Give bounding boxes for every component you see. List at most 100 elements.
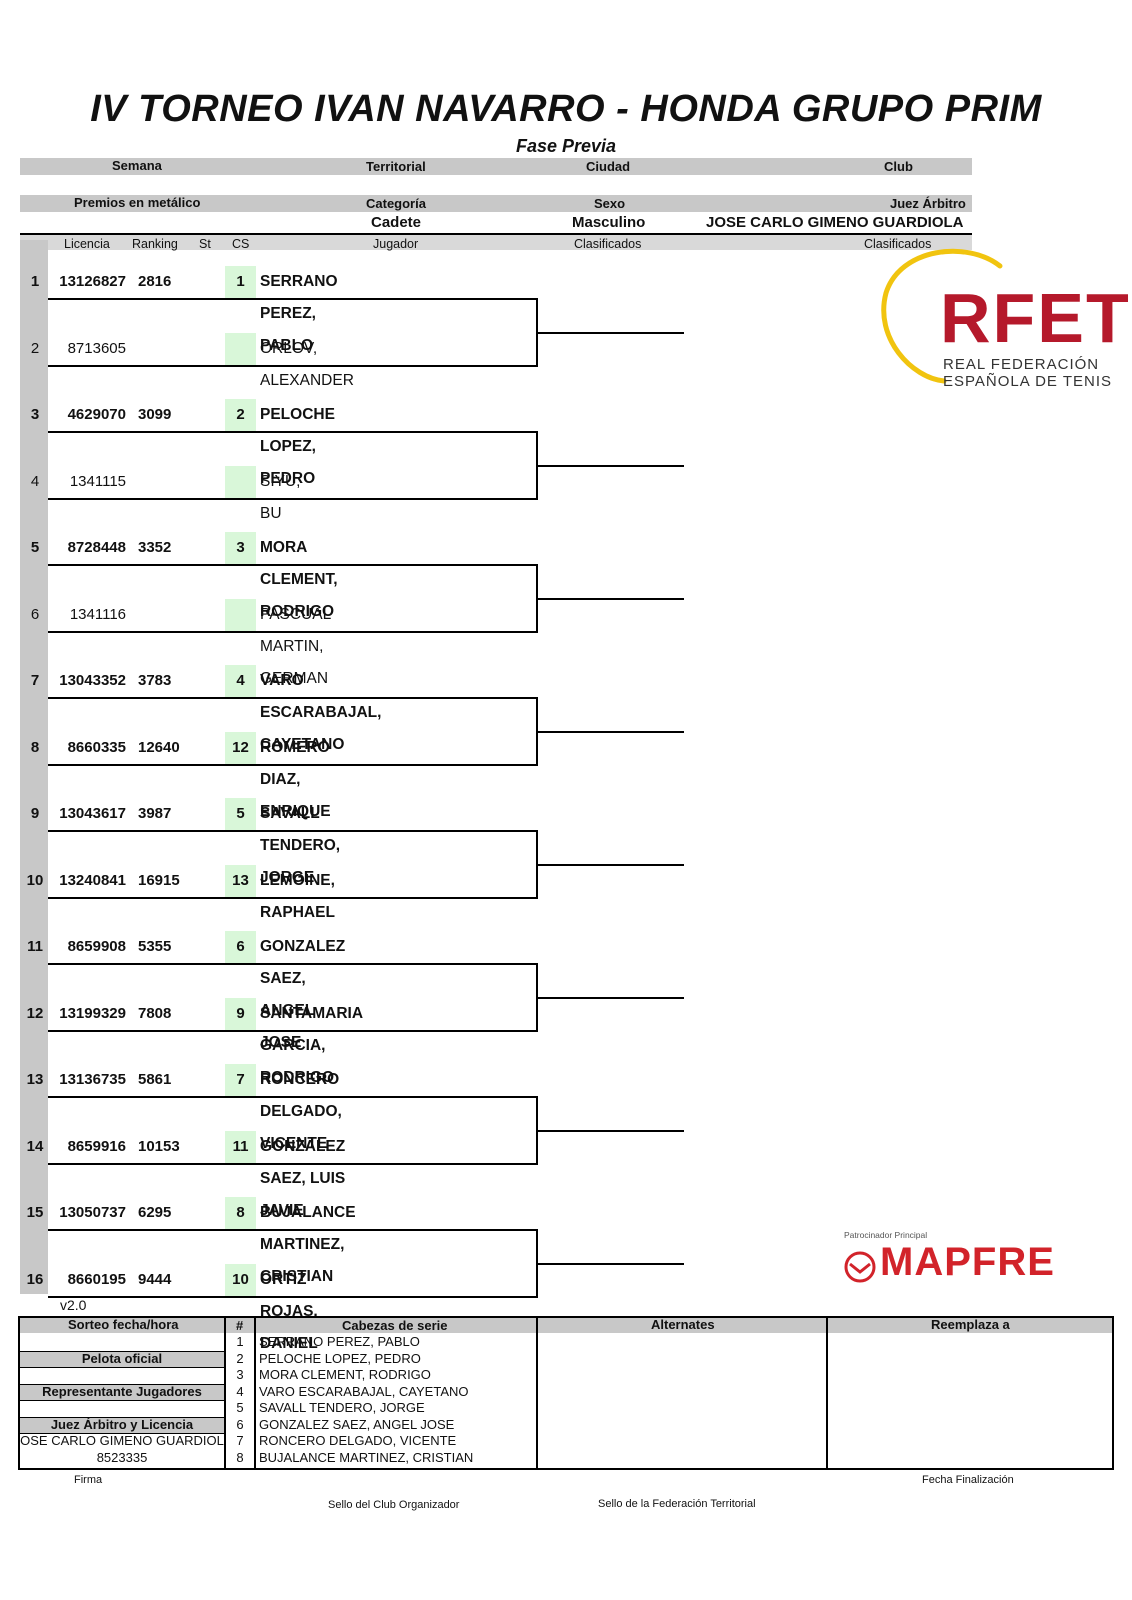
player-slot-line — [48, 830, 538, 832]
seed-cell: 5 — [225, 798, 256, 830]
player-slot-line — [48, 897, 538, 899]
player-name: GONZALEZ SAEZ, ANGEL JOSE — [260, 938, 346, 1051]
juez-licencia-label-bar — [20, 1417, 224, 1434]
seed-cell: 2 — [225, 399, 256, 431]
categoria-label: Categoría — [366, 196, 426, 211]
fecha-finalizacion-label: Fecha Finalización — [922, 1474, 1014, 1486]
player-name: SANTAMARIA GARCIA, RODRIGO — [260, 1005, 363, 1086]
seed-cell: 13 — [225, 865, 256, 897]
juez-name: OSE CARLO GIMENO GUARDIOL — [20, 1433, 224, 1448]
winner-slot-line — [538, 465, 684, 467]
row-number: 11 — [27, 938, 43, 955]
seed-cell: 10 — [225, 1264, 256, 1296]
ranking-cell: 3352 — [138, 539, 172, 556]
winner-slot-line — [538, 864, 684, 866]
licencia-cell: 1341115 — [69, 473, 126, 490]
seed-number: 8 — [236, 1449, 244, 1465]
seed-cell: 6 — [225, 931, 256, 963]
bracket-connector — [536, 830, 538, 899]
sorteo-label: Sorteo fecha/hora — [68, 1317, 179, 1332]
alternates-label: Alternates — [651, 1317, 715, 1332]
seed-cell: 7 — [225, 1064, 256, 1096]
player-slot-line — [48, 1030, 538, 1032]
licencia-cell: 8713605 — [67, 340, 126, 357]
sponsor-caption: Patrocinador Principal — [844, 1230, 928, 1240]
player-name: GONZALEZ SAEZ, LUIS JAVIE — [260, 1138, 346, 1219]
ranking-cell: 12640 — [138, 739, 180, 756]
juez-label: Juez Árbitro — [890, 196, 966, 211]
ranking-cell: 2816 — [138, 273, 172, 290]
rfet-line-1: REAL FEDERACIÓN — [943, 356, 1100, 373]
version-label: v2.0 — [60, 1297, 87, 1313]
player-slot-line — [48, 764, 538, 766]
seed-player-name: RONCERO DELGADO, VICENTE — [259, 1433, 457, 1448]
seed-player-name: MORA CLEMENT, RODRIGO — [259, 1367, 431, 1382]
seed-player-name: SAVALL TENDERO, JORGE — [259, 1400, 425, 1415]
ranking-cell: 5355 — [138, 938, 172, 955]
col-cs: CS — [232, 237, 250, 251]
col-ranking: Ranking — [132, 237, 178, 251]
rfet-wordmark: RFET — [940, 279, 1131, 357]
club-label: Club — [884, 159, 913, 174]
sexo-value: Masculino — [572, 214, 646, 231]
row-number: 10 — [26, 872, 44, 889]
bracket-connector — [536, 298, 538, 367]
bracket-connector — [536, 1096, 538, 1165]
player-slot-line — [48, 564, 538, 566]
header-bar-1 — [20, 158, 972, 175]
ranking-cell: 6295 — [138, 1204, 172, 1221]
seed-cell — [225, 599, 256, 631]
footer-col-sep-3 — [536, 1318, 538, 1468]
juez-licencia-label: Juez Árbitro y Licencia — [50, 1417, 194, 1432]
seed-number: 7 — [236, 1433, 244, 1448]
representante-label: Representante Jugadores — [42, 1384, 202, 1399]
licencia-cell: 13043352 — [59, 672, 126, 689]
player-name: RONCERO DELGADO, VICENTE — [260, 1071, 342, 1152]
licencia-cell: 8660195 — [67, 1271, 126, 1288]
sexo-label: Sexo — [594, 196, 626, 211]
seed-player-name: BUJALANCE MARTINEZ, CRISTIAN — [259, 1449, 474, 1465]
seed-number: 2 — [236, 1350, 244, 1366]
representante-label-bar — [20, 1384, 224, 1401]
footer-box — [18, 1316, 1114, 1470]
licencia-cell: 13199329 — [59, 1005, 126, 1022]
player-name: LEMOINE, RAPHAEL — [260, 872, 335, 921]
winner-slot-line — [538, 598, 684, 600]
player-slot-line — [48, 365, 538, 367]
seed-player-name: VARO ESCARABAJAL, CAYETANO — [259, 1383, 469, 1399]
row-number: 4 — [30, 473, 40, 490]
seed-player-name: PELOCHE LOPEZ, PEDRO — [259, 1350, 421, 1366]
row-number-strip — [20, 240, 48, 1294]
player-slot-line — [48, 1096, 538, 1098]
player-name: SAVALL TENDERO, JORGE — [260, 805, 341, 886]
licencia-cell: 8659916 — [67, 1138, 126, 1155]
licencia-cell: 13136735 — [59, 1071, 126, 1088]
player-slot-line — [48, 963, 538, 965]
territorial-label: Territorial — [366, 159, 426, 174]
player-slot-line — [48, 1163, 538, 1165]
sello-club-label: Sello del Club Organizador — [328, 1499, 460, 1511]
winner-slot-line — [538, 997, 684, 999]
col-licencia: Licencia — [64, 237, 110, 251]
juez-licencia: 8523335 — [96, 1450, 148, 1465]
header-bar-2 — [20, 195, 972, 212]
licencia-cell: 13240841 — [59, 872, 126, 889]
licencia-cell: 13043617 — [59, 805, 126, 822]
licencia-cell: 8728448 — [67, 539, 126, 556]
licencia-cell: 8660335 — [67, 739, 126, 756]
col-clasificados-1: Clasificados — [574, 237, 642, 251]
ranking-cell: 5861 — [138, 1071, 172, 1088]
player-slot-line — [48, 697, 538, 699]
ranking-cell: 3783 — [138, 672, 172, 689]
bracket-connector — [536, 963, 538, 1032]
mapfre-wordmark: MAPFRE — [880, 1240, 1055, 1284]
rfet-ball-arc-icon — [881, 248, 1003, 384]
seed-number: 5 — [236, 1400, 244, 1415]
column-header-bar — [20, 235, 972, 250]
column-header-rule — [20, 233, 972, 235]
ranking-cell: 16915 — [138, 872, 180, 889]
seed-cell: 4 — [225, 665, 256, 697]
pelota-label: Pelota oficial — [81, 1351, 163, 1366]
licencia-cell: 13050737 — [59, 1204, 126, 1221]
licencia-cell: 1341116 — [69, 606, 126, 623]
